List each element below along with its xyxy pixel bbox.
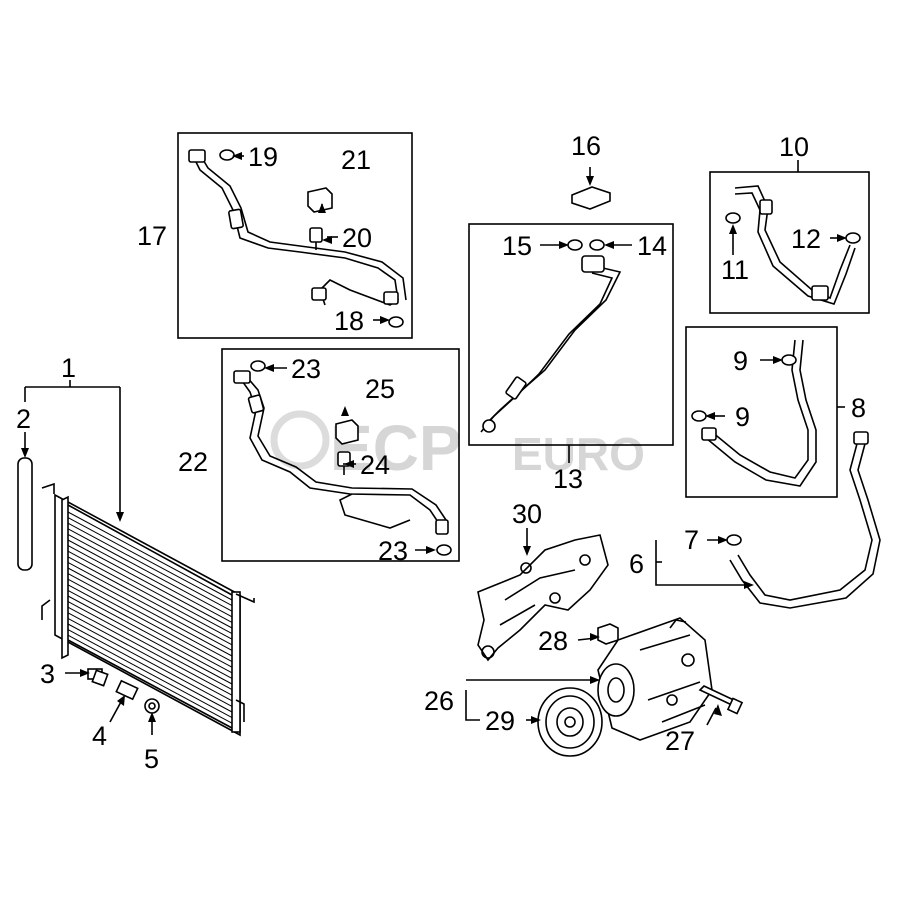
callout-14: 14: [637, 231, 667, 261]
bushing-28: [597, 623, 619, 645]
callout-19: 19: [248, 142, 278, 172]
arrowheads: [21, 152, 847, 724]
pulley-29: [537, 687, 603, 757]
cap-16: [571, 186, 611, 210]
hose-assembly-10: [734, 185, 856, 305]
callout-23-bottom: 23: [378, 536, 408, 566]
callout-6: 6: [629, 549, 644, 579]
callout-9-bottom: 9: [735, 402, 750, 432]
group-box-13: [468, 223, 674, 446]
o-ring-19: [219, 149, 235, 161]
callout-27: 27: [665, 726, 695, 756]
hose-assembly-6: [729, 431, 881, 609]
callout-2: 2: [16, 404, 31, 434]
hose-assembly-22: [233, 370, 449, 535]
o-ring-7: [726, 534, 742, 546]
fitting: [115, 679, 139, 701]
valve-core-24: [337, 451, 351, 475]
group-box-17: [177, 132, 413, 339]
pressure-sensor: [87, 668, 109, 687]
valve-cap-25: [335, 419, 359, 445]
callout-11: 11: [721, 255, 749, 285]
hose-assembly-8: [701, 339, 817, 487]
compressor-26: [597, 617, 713, 741]
o-ring-14: [589, 239, 605, 251]
callout-17: 17: [137, 221, 167, 251]
o-ring-11: [725, 212, 741, 224]
callout-24: 24: [360, 450, 390, 480]
callout-20: 20: [342, 223, 372, 253]
watermark: ECP EURO: [270, 410, 645, 484]
group-box-10: [709, 171, 870, 314]
o-ring-15: [567, 239, 583, 251]
callout-9-top: 9: [733, 346, 748, 376]
watermark-suffix: EURO: [512, 428, 645, 480]
bracket-30: [477, 534, 609, 662]
callout-22: 22: [178, 447, 208, 477]
callout-16: 16: [571, 131, 601, 161]
callout-21: 21: [341, 145, 371, 175]
callout-28: 28: [538, 626, 568, 656]
callout-labels: 1 2 3 4 5 6 7 8 9 9 10 11 12 13 14 15 16…: [16, 131, 866, 774]
callout-4: 4: [92, 721, 107, 751]
o-ring-9-top: [781, 354, 797, 366]
hose-assembly-17: [188, 149, 407, 306]
callout-29: 29: [485, 706, 515, 736]
callout-7: 7: [684, 525, 699, 555]
callout-12: 12: [791, 224, 821, 254]
callout-10: 10: [779, 132, 809, 162]
callout-30: 30: [512, 499, 542, 529]
callout-1: 1: [61, 353, 76, 383]
o-ring-9-bottom: [691, 410, 707, 422]
group-box-8: [685, 326, 838, 498]
callout-8: 8: [851, 393, 866, 423]
callout-15: 15: [502, 231, 532, 261]
o-ring-23-bottom: [436, 544, 452, 556]
callout-23-top: 23: [291, 354, 321, 384]
o-ring-18: [388, 316, 404, 328]
bolt-27: [698, 685, 744, 715]
callout-25: 25: [365, 374, 395, 404]
hose-assembly-13: [480, 255, 622, 433]
callout-3: 3: [40, 659, 55, 689]
valve-cap-21: [307, 187, 333, 213]
callout-26: 26: [424, 686, 454, 716]
valve-core-20: [309, 227, 323, 250]
receiver-drier: [17, 457, 33, 571]
condenser: [41, 482, 255, 737]
callout-18: 18: [334, 306, 364, 336]
callout-13: 13: [553, 464, 583, 494]
seal-ring: [144, 698, 160, 714]
o-ring-12: [845, 232, 861, 244]
o-ring-23-top: [250, 360, 266, 372]
group-box-22: [221, 348, 460, 562]
callout-5: 5: [144, 744, 159, 774]
